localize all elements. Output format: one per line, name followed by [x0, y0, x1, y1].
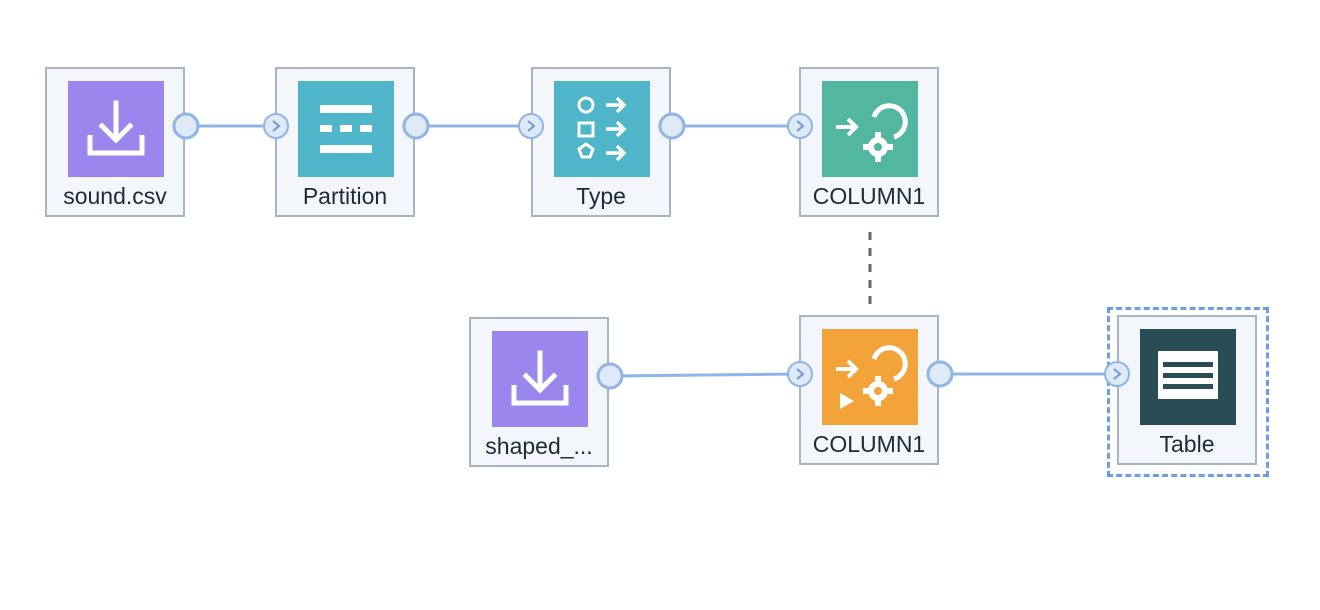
node-table[interactable]: Table [1117, 315, 1257, 465]
links [186, 124, 1117, 378]
node-label: Type [576, 183, 626, 209]
modeling-icon [822, 81, 918, 177]
import-icon [492, 331, 588, 427]
node-column1-nugget[interactable]: COLUMN1 [799, 315, 939, 465]
table-icon [1140, 329, 1236, 425]
import-icon [68, 81, 164, 177]
node-label: shaped_... [485, 433, 593, 459]
link-shaped-to-column1-nugget[interactable] [609, 372, 801, 378]
node-label: sound.csv [63, 183, 167, 209]
node-label: COLUMN1 [812, 183, 926, 209]
node-partition[interactable]: Partition [275, 67, 415, 217]
model-nugget-icon [822, 329, 918, 425]
node-label: COLUMN1 [812, 431, 926, 457]
node-type[interactable]: Type [531, 67, 671, 217]
node-shaped[interactable]: shaped_... [469, 317, 609, 467]
node-label: Table [1159, 431, 1215, 457]
partition-icon [298, 81, 394, 177]
node-column1-model[interactable]: COLUMN1 [799, 67, 939, 217]
selection-outline [1107, 307, 1269, 477]
node-label: Partition [302, 183, 388, 209]
node-sound-csv[interactable]: sound.csv [45, 67, 185, 217]
type-icon [554, 81, 650, 177]
